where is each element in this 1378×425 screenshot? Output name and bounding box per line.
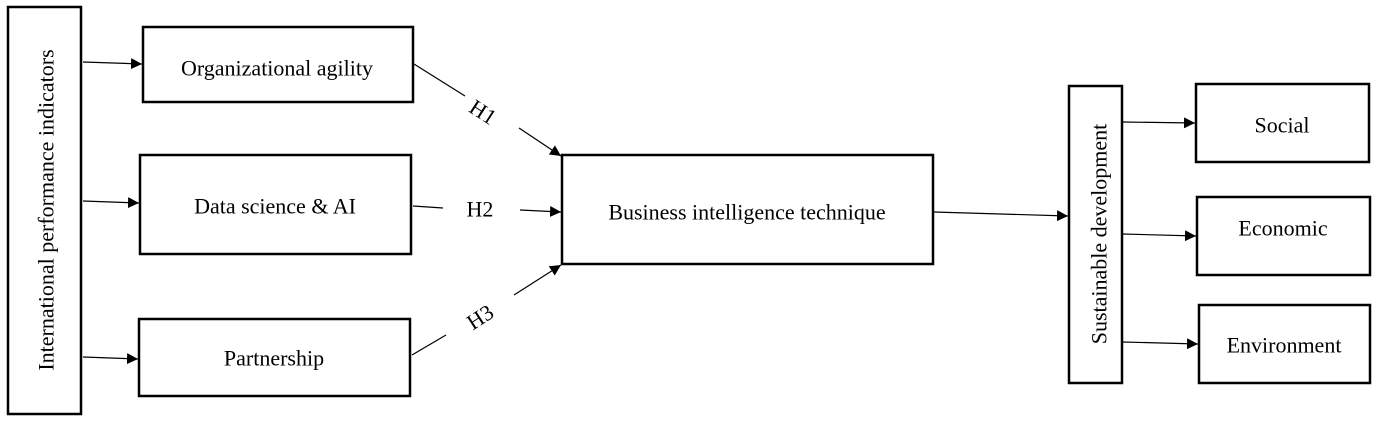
node-social: Social [1194,82,1371,164]
node-label-bit: Business intelligence technique [608,200,885,225]
node-sustainable-development: Sustainable development [1067,84,1124,385]
hypothesis-label-h3: H3 [462,299,498,335]
node-label-dsai: Data science & AI [194,194,356,219]
edge-h1: H1 [413,63,562,157]
node-economic: Economic [1195,195,1372,277]
edge-h2: H2 [412,197,562,222]
edge-sd-to-environment [1122,338,1199,350]
node-label-environment: Environment [1227,333,1342,358]
edge-h3: H3 [411,264,562,356]
edge-sd-to-social [1122,117,1196,129]
edge-sd-to-economic [1122,230,1197,242]
edge-ipi-to-agility [82,58,143,70]
node-label-partnership: Partnership [224,346,324,371]
edge-ipi-to-partnership [82,353,139,365]
node-label-sd: Sustainable development [1087,124,1112,345]
node-environment: Environment [1197,303,1372,385]
node-label-ipi: International performance indicators [34,49,59,370]
edge-ipi-to-dsai [82,197,140,209]
node-data-science-ai: Data science & AI [138,153,413,256]
node-label-social: Social [1255,113,1310,138]
hypothesis-label-h2: H2 [467,197,494,222]
node-organizational-agility: Organizational agility [141,25,415,104]
node-label-agility: Organizational agility [181,56,373,81]
node-international-performance-indicators: International performance indicators [6,5,83,416]
edge-bit-to-sd [933,210,1069,222]
node-label-economic: Economic [1238,216,1327,241]
hypothesis-label-h1: H1 [465,94,501,130]
node-partnership: Partnership [137,317,412,398]
node-business-intelligence-technique: Business intelligence technique [560,153,935,266]
